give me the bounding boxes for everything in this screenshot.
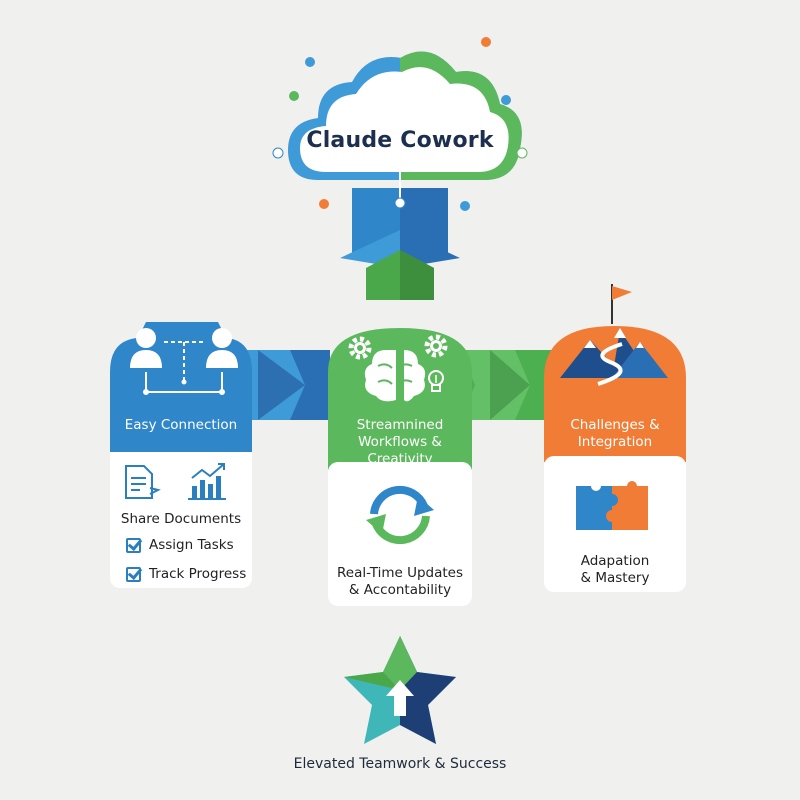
gear-icon: [348, 336, 372, 360]
card3-body: Adapation & Mastery: [544, 553, 686, 587]
card2-header: Streamnined Workflows & Creativity: [328, 417, 472, 468]
page-title: Claude Cowork: [306, 128, 494, 153]
card2-header-line2: Workflows & Creativity: [358, 434, 442, 467]
lightbulb-icon: [428, 370, 444, 392]
card2-body-line2: & Accontability: [348, 582, 452, 598]
checkbox-icon: [126, 537, 141, 553]
card2-header-line1: Streamnined: [356, 417, 444, 433]
card3-header: Challenges & Integration: [544, 417, 686, 451]
card3-header-line1: Challenges &: [570, 417, 660, 433]
card1-header: Easy Connection: [124, 417, 238, 433]
assign-label: Assign Tasks: [149, 537, 234, 553]
card3-body-line2: & Mastery: [580, 570, 650, 586]
card1-item-assign: Assign Tasks: [126, 537, 234, 553]
star-icon: [344, 636, 456, 744]
bar-chart-icon: [188, 463, 226, 500]
track-label: Track Progress: [149, 566, 247, 582]
brain-icon: [364, 350, 426, 402]
document-icon: [125, 465, 161, 499]
card1-item-share: Share Documents: [120, 511, 242, 527]
puzzle-icon: [576, 481, 648, 530]
card3-body-line1: Adapation: [580, 553, 650, 569]
cloud-stem-arrow: [340, 188, 460, 300]
gear-icon-right: [424, 334, 448, 358]
card1-item-track: Track Progress: [126, 566, 246, 582]
mountain-flag-icon: [560, 284, 668, 386]
cloud-shape: [288, 51, 522, 180]
sync-arrows-icon: [366, 485, 434, 545]
checkbox-icon: [126, 566, 141, 582]
decorative-dots: [289, 37, 511, 211]
card2-body-line1: Real-Time Updates: [337, 565, 463, 581]
footer-caption: Elevated Teamwork & Success: [293, 756, 507, 772]
people-connection-icon: [130, 328, 238, 395]
card3-header-line2: Integration: [577, 434, 653, 450]
card-streamlined: [328, 328, 472, 606]
card2-body: Real-Time Updates & Accontability: [328, 565, 472, 599]
